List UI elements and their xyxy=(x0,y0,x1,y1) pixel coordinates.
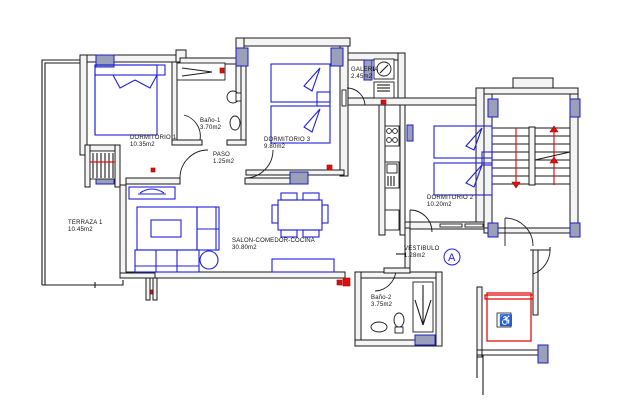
dining-table xyxy=(271,192,329,238)
landing xyxy=(476,217,579,395)
label-salon-comedor-cocina: SALON-COMEDOR-COCINA xyxy=(232,238,315,244)
label-dormitorio-2: DORMITORIO 2 xyxy=(427,195,474,201)
label-bano-1: Baño-1 xyxy=(200,118,221,124)
terraza-outline xyxy=(41,59,124,288)
lift: ♿ xyxy=(484,292,534,342)
room-labels: DORMITORIO 1 10.35m2 Baño-1 3.70m2 DORMI… xyxy=(68,67,474,308)
label-vestibulo: VESTIBULO xyxy=(404,246,440,252)
area-terraza-1: 10.45m2 xyxy=(68,227,93,233)
area-bano-2: 3.75m2 xyxy=(371,302,393,308)
label-dormitorio-3: DORMITORIO 3 xyxy=(264,137,311,143)
door-galeria xyxy=(341,87,366,107)
area-paso: 1.25m2 xyxy=(213,159,235,165)
wardrobe-dormitorio-1 xyxy=(89,150,156,180)
area-dormitorio-3: 9.80m2 xyxy=(264,144,286,150)
label-galeria: GALERIA xyxy=(351,67,378,73)
kitchen-counter xyxy=(384,125,400,231)
bano-1-fixtures xyxy=(176,62,242,141)
tv-unit xyxy=(128,186,176,200)
installation-points-salon xyxy=(119,272,351,301)
vestibulo xyxy=(374,248,461,292)
twin-beds-dormitorio-3 xyxy=(270,63,331,144)
entrance-marker: A xyxy=(448,252,456,264)
label-terraza-1: TERRAZA 1 xyxy=(68,220,103,226)
installation-point xyxy=(326,164,333,171)
area-vestibulo: 1.28m2 xyxy=(404,253,426,259)
label-bano-2: Baño-2 xyxy=(371,295,392,301)
twin-beds-dormitorio-2 xyxy=(433,125,493,196)
door-dormitorio-2 xyxy=(409,209,484,233)
label-dormitorio-1: DORMITORIO 1 xyxy=(130,135,177,141)
bano-2-fixtures xyxy=(370,281,434,334)
sofa-set xyxy=(134,206,220,273)
galeria-fixtures xyxy=(373,58,395,105)
area-galeria: 2.45m2 xyxy=(351,74,373,80)
door-dormitorio-1 xyxy=(179,149,209,179)
label-paso: PASO xyxy=(213,152,230,158)
double-bed-dormitorio-1 xyxy=(94,64,166,136)
area-dormitorio-1: 10.35m2 xyxy=(130,142,155,148)
interior-walls xyxy=(84,61,345,188)
stair-direction-arrows xyxy=(511,125,559,189)
sideboard xyxy=(266,258,335,279)
accessibility-icon: ♿ xyxy=(499,314,513,327)
area-dormitorio-2: 10.20m2 xyxy=(427,202,452,208)
area-salon-comedor-cocina: 30.80m2 xyxy=(232,245,257,251)
area-bano-1: 3.70m2 xyxy=(200,125,222,131)
door-dormitorio-3 xyxy=(244,149,274,179)
